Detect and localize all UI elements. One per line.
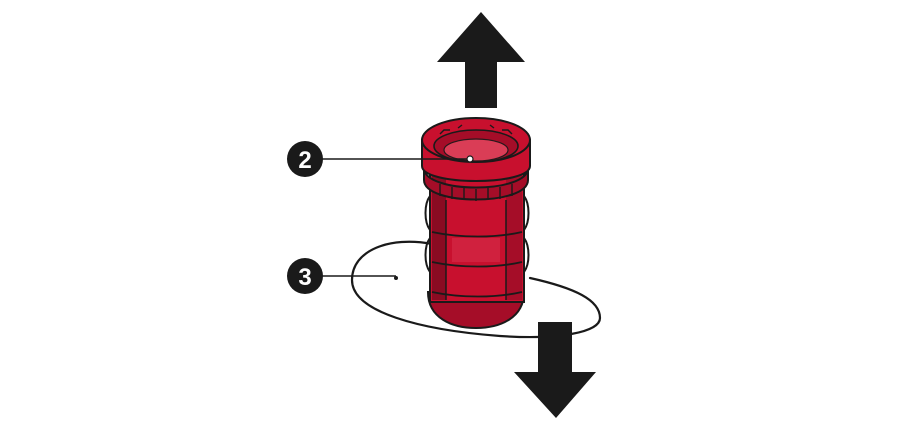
callout-2: 2 — [287, 141, 323, 177]
callout-3-label: 3 — [298, 264, 311, 291]
leader-lines — [322, 158, 470, 277]
arrow-down-icon — [514, 322, 596, 418]
callout-2-label: 2 — [298, 147, 311, 174]
callout-3: 3 — [287, 258, 323, 294]
arrow-up-icon — [437, 12, 525, 108]
filter-cartridge — [421, 117, 531, 330]
